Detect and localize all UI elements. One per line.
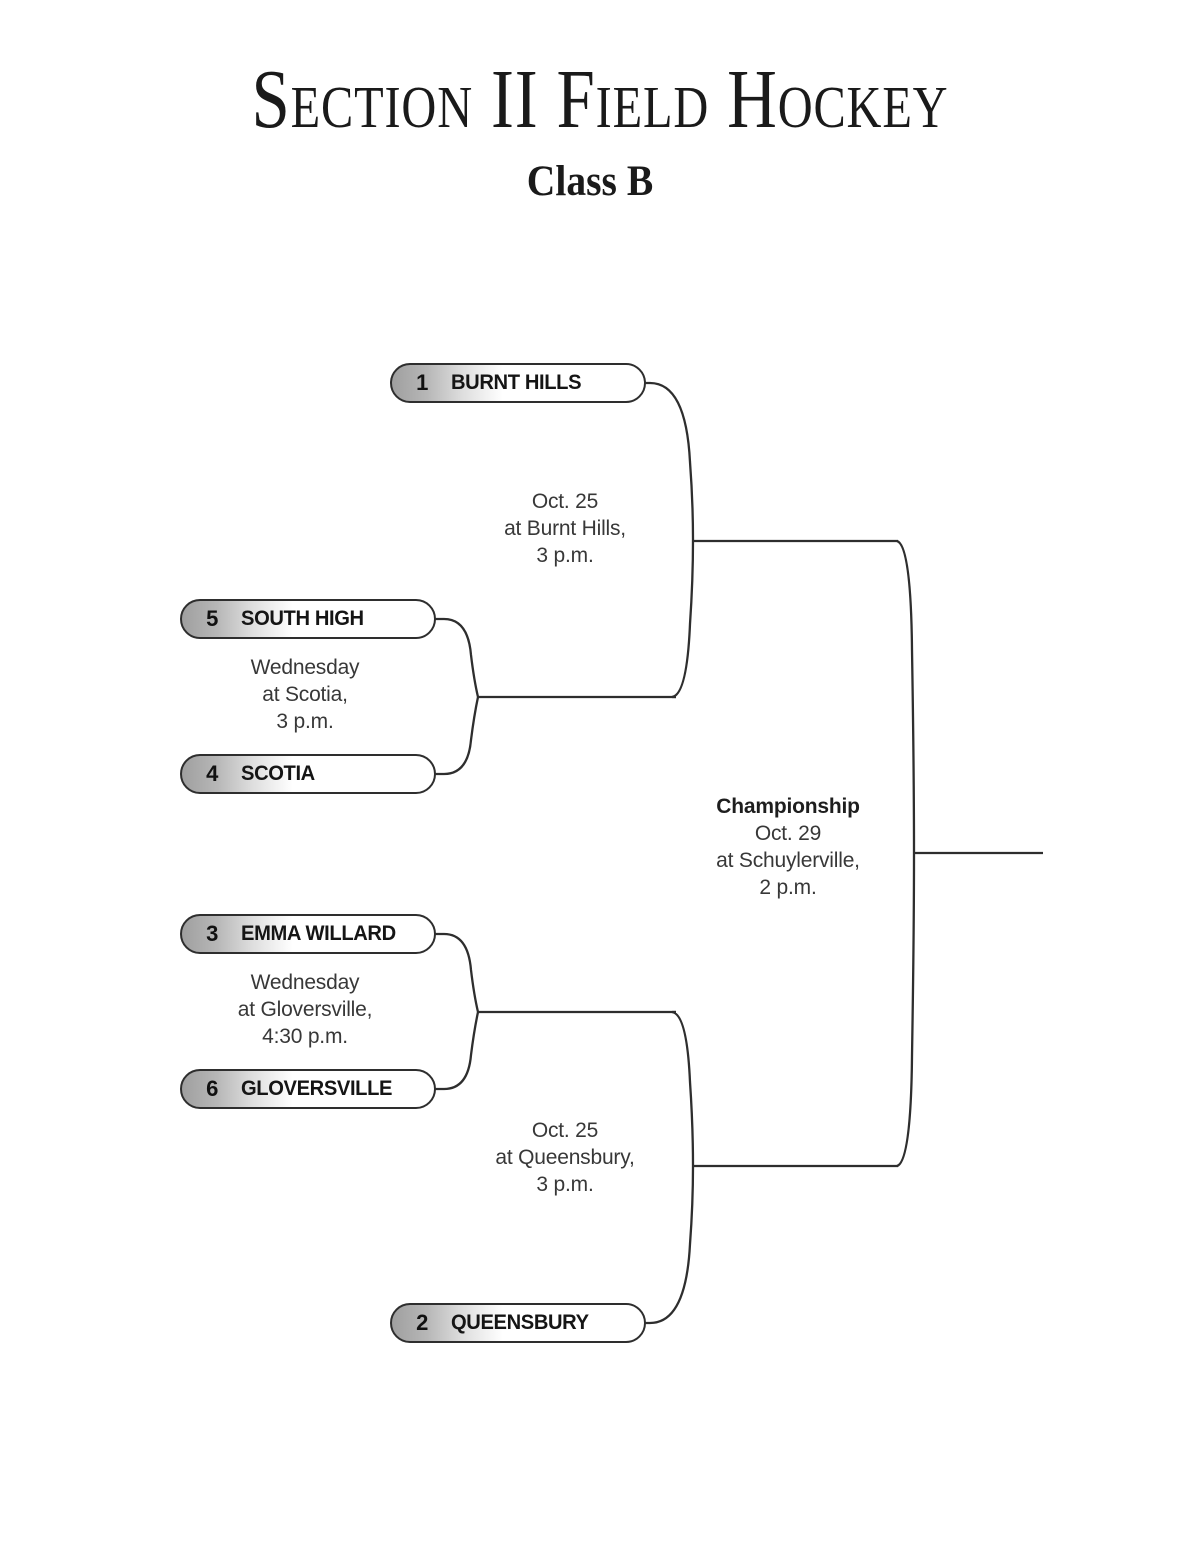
game-date: Oct. 25 — [531, 490, 599, 513]
team-name: GLOVERSVILLE — [241, 1077, 393, 1100]
game-location: at Schuylerville, — [716, 849, 860, 872]
game-location: at Burnt Hills, — [504, 517, 626, 540]
team-name: SCOTIA — [241, 762, 315, 785]
team-name: SOUTH HIGH — [241, 607, 364, 630]
quarterfinal-top-bracket — [424, 617, 480, 776]
game-note-semifinal-top: Oct. 25 at Burnt Hills, 3 p.m. — [440, 488, 690, 569]
team-name: EMMA WILLARD — [241, 922, 396, 945]
team-name: BURNT HILLS — [451, 371, 582, 394]
game-time: 2 p.m. — [759, 876, 817, 899]
quarterfinal-bottom-bracket — [424, 932, 480, 1091]
game-location: at Gloversville, — [237, 998, 373, 1021]
seed-number: 5 — [206, 606, 218, 631]
game-time: 4:30 p.m. — [262, 1025, 348, 1048]
seed-number: 4 — [206, 761, 218, 786]
team-pill-emma-willard: 3 EMMA WILLARD — [180, 914, 436, 954]
team-pill-south-high: 5 SOUTH HIGH — [180, 599, 436, 639]
championship-label: Championship — [716, 795, 860, 818]
game-note-semifinal-bottom: Oct. 25 at Queensbury, 3 p.m. — [440, 1117, 690, 1198]
game-location: at Queensbury, — [495, 1146, 635, 1169]
game-date: Oct. 25 — [531, 1119, 599, 1142]
team-pill-queensbury: 2 QUEENSBURY — [390, 1303, 646, 1343]
team-name: QUEENSBURY — [451, 1311, 589, 1334]
game-location: at Scotia, — [262, 683, 348, 706]
game-note-championship: Championship Oct. 29 at Schuylerville, 2… — [663, 793, 913, 901]
game-time: 3 p.m. — [276, 710, 334, 733]
game-date: Wednesday — [250, 971, 360, 994]
seed-number: 3 — [206, 921, 218, 946]
team-pill-burnt-hills: 1 BURNT HILLS — [390, 363, 646, 403]
team-pill-gloversville: 6 GLOVERSVILLE — [180, 1069, 436, 1109]
seed-number: 2 — [416, 1310, 428, 1335]
seed-number: 6 — [206, 1076, 218, 1101]
game-time: 3 p.m. — [536, 544, 594, 567]
game-date: Oct. 29 — [754, 822, 822, 845]
team-pill-scotia: 4 SCOTIA — [180, 754, 436, 794]
page-subtitle: Class B — [526, 158, 654, 205]
game-time: 3 p.m. — [536, 1173, 594, 1196]
game-note-quarterfinal-bottom: Wednesday at Gloversville, 4:30 p.m. — [180, 969, 430, 1050]
game-note-quarterfinal-top: Wednesday at Scotia, 3 p.m. — [180, 654, 430, 735]
game-date: Wednesday — [250, 656, 360, 679]
page-title: Section II Field Hockey — [251, 53, 949, 146]
seed-number: 1 — [416, 370, 428, 395]
